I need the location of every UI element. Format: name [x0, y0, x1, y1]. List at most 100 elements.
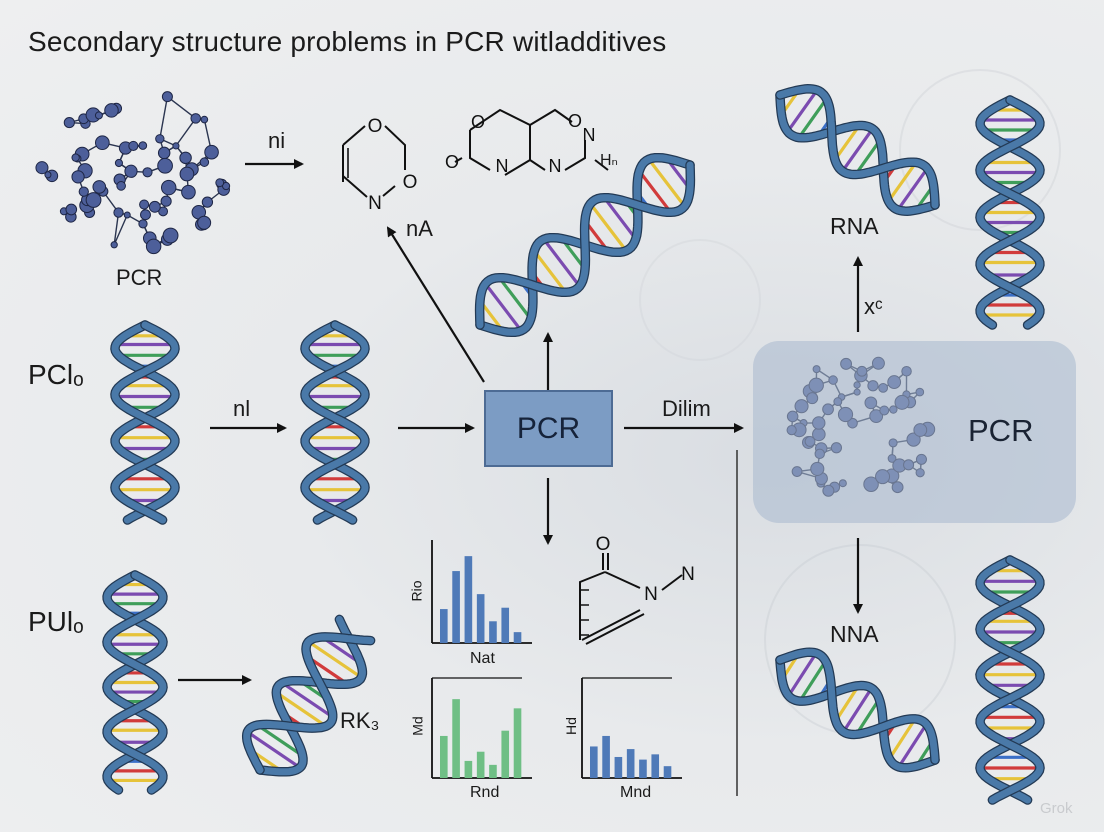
atom	[110, 241, 118, 249]
atom	[128, 140, 139, 151]
atom-o: O	[403, 172, 418, 193]
base-pair-rung	[834, 684, 860, 722]
atom	[114, 158, 124, 168]
helix-left-mid	[110, 320, 180, 525]
chart-bottom-right	[581, 677, 682, 779]
atom	[181, 184, 196, 200]
chart-bar	[590, 746, 598, 778]
helix-bottom-right	[775, 647, 940, 773]
base-pair-rung	[786, 89, 819, 133]
base-pair-rung	[854, 139, 882, 176]
ring-bonds	[342, 125, 406, 198]
atom	[85, 192, 102, 208]
atom	[71, 170, 85, 184]
helix-strand	[301, 321, 369, 524]
pcr-center-box: PCR	[484, 390, 613, 467]
chart2-xlabel: Rnd	[470, 784, 500, 801]
helix-strand	[111, 321, 179, 524]
watermark-text: Grok	[1040, 800, 1073, 817]
bond	[113, 212, 120, 245]
helix-strand	[256, 615, 366, 776]
atom	[145, 238, 162, 255]
atom	[140, 209, 151, 221]
chart3-xlabel: Mnd	[620, 784, 652, 801]
atom	[138, 219, 148, 229]
base-pair-rung	[797, 97, 828, 139]
atom-n: N	[496, 156, 509, 176]
atom	[138, 141, 148, 150]
chart-bar	[602, 735, 610, 778]
atom	[161, 91, 173, 103]
chart2-ylabel: Md	[409, 716, 426, 736]
atom	[71, 153, 80, 162]
helix-strand	[776, 91, 939, 215]
amide-bonds	[579, 553, 645, 645]
helix-strand	[111, 321, 179, 524]
base-pair-rung	[281, 681, 334, 719]
helix-strand	[776, 648, 939, 764]
atom	[92, 180, 107, 194]
chart-bar	[651, 754, 660, 778]
atom	[160, 195, 172, 207]
helix-strand-outline	[775, 655, 940, 773]
helix-strand	[776, 656, 939, 772]
base-pair-rung	[246, 730, 301, 769]
atom	[94, 135, 110, 151]
chart-top-left	[431, 540, 532, 644]
helix-strand	[976, 556, 1044, 804]
atom	[113, 207, 124, 218]
chart-bar	[452, 699, 460, 778]
cluster-top-left	[35, 91, 231, 255]
arrow-label-ni: ni	[268, 128, 286, 153]
helix-strand	[476, 161, 694, 329]
base-pair-rung	[896, 167, 929, 211]
helix-left-bottom	[102, 570, 168, 795]
atom	[148, 200, 161, 213]
chart-bar	[476, 751, 485, 778]
chart1-xlabel: Nat	[470, 650, 495, 667]
chart-bar	[489, 621, 497, 643]
chart-bar	[639, 759, 647, 778]
chart-bar	[663, 766, 672, 778]
helix-strand	[103, 571, 167, 794]
atom-o: O	[568, 111, 582, 131]
pcr-complex-panel	[753, 341, 1076, 523]
arrow-label-na: nA	[406, 216, 433, 241]
atom	[215, 178, 225, 188]
atom-n: N	[549, 156, 562, 176]
bond	[113, 214, 128, 246]
chart1-ylabel: Rio	[408, 580, 425, 602]
pcr-center-label: PCR	[516, 411, 581, 445]
base-pair-rung	[888, 718, 917, 760]
chart-bar	[476, 594, 485, 643]
helix-strand	[243, 633, 375, 774]
base-pair-rung	[275, 691, 327, 728]
atom	[65, 203, 78, 216]
chart-bar	[489, 764, 497, 778]
chart-bar	[501, 730, 510, 778]
base-pair-rung	[602, 196, 638, 240]
base-pair-rung	[307, 640, 363, 679]
atom	[123, 211, 131, 219]
mini-charts	[431, 540, 682, 779]
chart-bar	[464, 760, 473, 778]
panel-pcr-label: PCR	[968, 413, 1034, 448]
atom	[94, 111, 103, 120]
bond	[166, 96, 197, 119]
base-pair-rung	[897, 723, 928, 768]
helix-mid-left	[300, 320, 370, 525]
fused-ring-right	[529, 108, 586, 171]
flow-arrows	[178, 159, 863, 685]
nna-label: NNA	[830, 621, 879, 647]
hetero-h-label: Hₙ	[600, 152, 618, 169]
chart-bar	[440, 609, 448, 643]
chart-bar	[614, 756, 623, 778]
base-pair-rung	[532, 250, 568, 294]
fused-ring-structure	[454, 108, 609, 176]
chart-bar	[513, 632, 522, 643]
chart-bottom-left	[431, 677, 532, 779]
helix-far-right-bottom	[975, 555, 1045, 805]
chart-bar	[452, 571, 460, 643]
base-pair-rung	[855, 698, 881, 736]
